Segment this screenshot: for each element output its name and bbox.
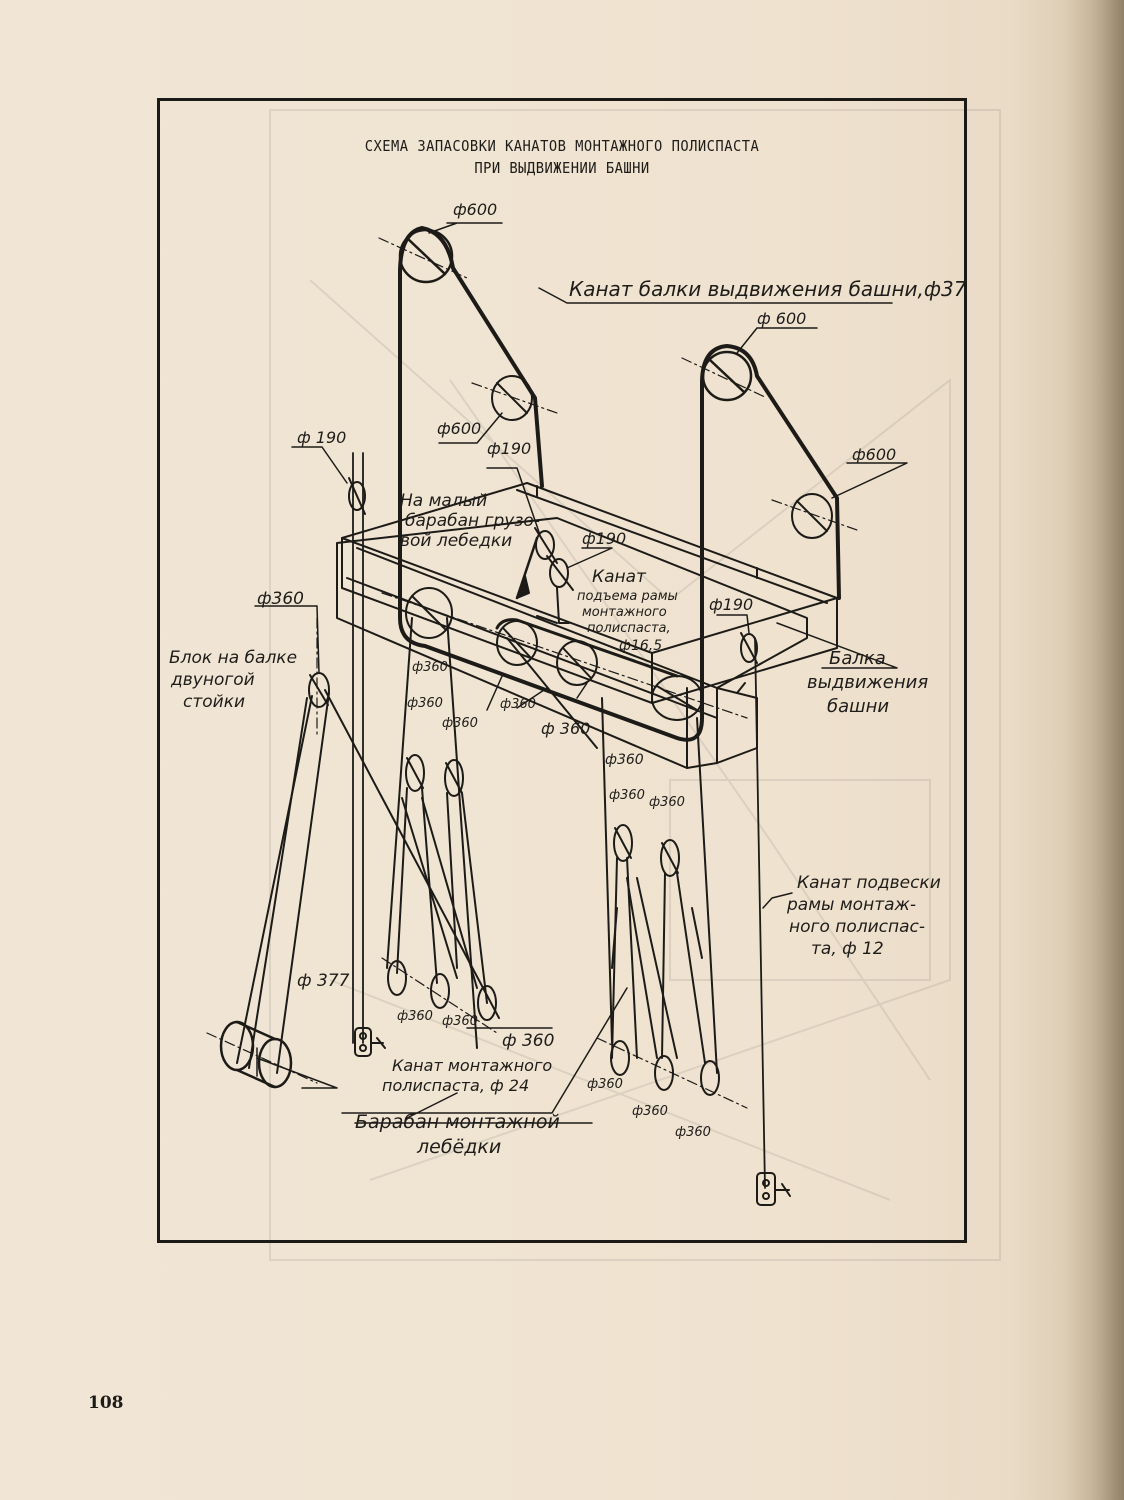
diagram-title: СХЕМА ЗАПАСОВКИ КАНАТОВ МОНТАЖНОГО ПОЛИС… <box>364 137 760 155</box>
anchor-right <box>756 1172 791 1206</box>
rope-reeving-diagram: ф600 Канат балки выдвижения башни,ф37 ф … <box>169 200 967 1206</box>
label-phi600-top: ф600 <box>453 200 497 219</box>
label-phi360-11: ф 360 <box>502 1031 554 1051</box>
label-phi377: ф 377 <box>297 971 350 991</box>
label-drum-2: лебёдки <box>416 1136 501 1158</box>
label-phi360-3: ф360 <box>442 716 478 731</box>
label-phi600-mid: ф600 <box>437 419 481 438</box>
label-block-2: двуногой <box>170 670 255 690</box>
label-small-drum-3: вой лебедки <box>400 531 512 551</box>
sheave-phi600-mid <box>471 375 558 421</box>
label-phi360-9: ф360 <box>397 1009 433 1024</box>
sheave-phi190-left <box>348 452 366 1044</box>
mounting-winch-drum <box>206 1020 318 1089</box>
sheave-phi190-right <box>736 632 766 1189</box>
label-small-drum-2: барабан грузо- <box>405 511 540 531</box>
label-suspension-rope-4: та, ф 12 <box>811 939 884 959</box>
label-block-1: Блок на балке <box>169 648 297 668</box>
label-phi360-8: ф360 <box>649 795 685 810</box>
sheave-phi600-top <box>378 228 468 284</box>
label-lift-rope-3: монтажного <box>582 605 667 620</box>
label-beam-1: Балка <box>829 648 886 669</box>
label-phi190-left: ф 190 <box>297 428 346 447</box>
label-beam-rope: Канат балки выдвижения башни,ф37 <box>569 277 967 301</box>
label-phi600-far-right: ф600 <box>852 445 896 464</box>
label-phi600-right: ф 600 <box>757 309 806 328</box>
label-lift-rope-5: ф16,5 <box>619 638 662 654</box>
label-phi190-a: ф190 <box>487 439 531 458</box>
label-phi360-10: ф360 <box>442 1014 478 1029</box>
label-suspension-rope-2: рамы монтаж- <box>786 895 916 915</box>
label-phi360-12: ф360 <box>587 1077 623 1092</box>
diagram-subtitle: ПРИ ВЫДВИЖЕНИИ БАШНИ <box>474 159 650 177</box>
anchor-left <box>354 1027 386 1057</box>
label-phi190-right: ф190 <box>709 595 753 614</box>
label-phi360-4: ф360 <box>500 697 536 712</box>
label-suspension-rope-1: Канат подвески <box>797 873 941 893</box>
label-small-drum-1: На малый <box>400 491 487 511</box>
label-phi360-1: ф360 <box>412 660 448 675</box>
label-block-3: стойки <box>183 692 245 712</box>
label-mounting-rope-1: Канат монтажного <box>392 1056 552 1075</box>
label-drum-1: Барабан монтажной <box>355 1111 560 1133</box>
sheave-phi190-a <box>515 527 558 600</box>
beam-rope-phi37 <box>398 226 841 742</box>
label-beam-2: выдвижения <box>807 672 928 693</box>
label-phi360-block: ф360 <box>257 589 304 609</box>
label-phi360-13: ф360 <box>632 1104 668 1119</box>
label-phi360-2: ф360 <box>407 696 443 711</box>
sheave-phi600-far-right <box>771 493 858 539</box>
two-leg-stand-block <box>236 617 500 1074</box>
sheave-phi190-b <box>536 555 574 624</box>
label-lift-rope-4: полиспаста, <box>587 621 671 636</box>
label-suspension-rope-3: ного полиспас- <box>789 917 925 937</box>
label-phi190-b: ф190 <box>582 529 626 548</box>
sheave-phi600-right <box>681 350 768 402</box>
label-phi360-5: ф 360 <box>541 719 590 738</box>
book-spine-shadow <box>1064 0 1124 1500</box>
leader-lines <box>254 222 908 1124</box>
beam-sheaves-phi360 <box>381 587 748 721</box>
label-phi360-6: ф360 <box>605 752 644 768</box>
drawing-frame: СХЕМА ЗАПАСОВКИ КАНАТОВ МОНТАЖНОГО ПОЛИС… <box>157 98 967 1243</box>
right-pulley-block <box>506 637 748 1109</box>
show-through-drawing <box>269 109 1001 1261</box>
label-phi360-7: ф360 <box>609 788 645 803</box>
label-mounting-rope-2: полиспаста, ф 24 <box>382 1076 529 1095</box>
label-lift-rope-1: Канат <box>592 567 647 587</box>
label-lift-rope-2: подъема рамы <box>577 589 678 604</box>
label-beam-3: башни <box>827 696 889 717</box>
page-number: 108 <box>88 1393 124 1413</box>
label-phi360-14: ф360 <box>675 1125 711 1140</box>
